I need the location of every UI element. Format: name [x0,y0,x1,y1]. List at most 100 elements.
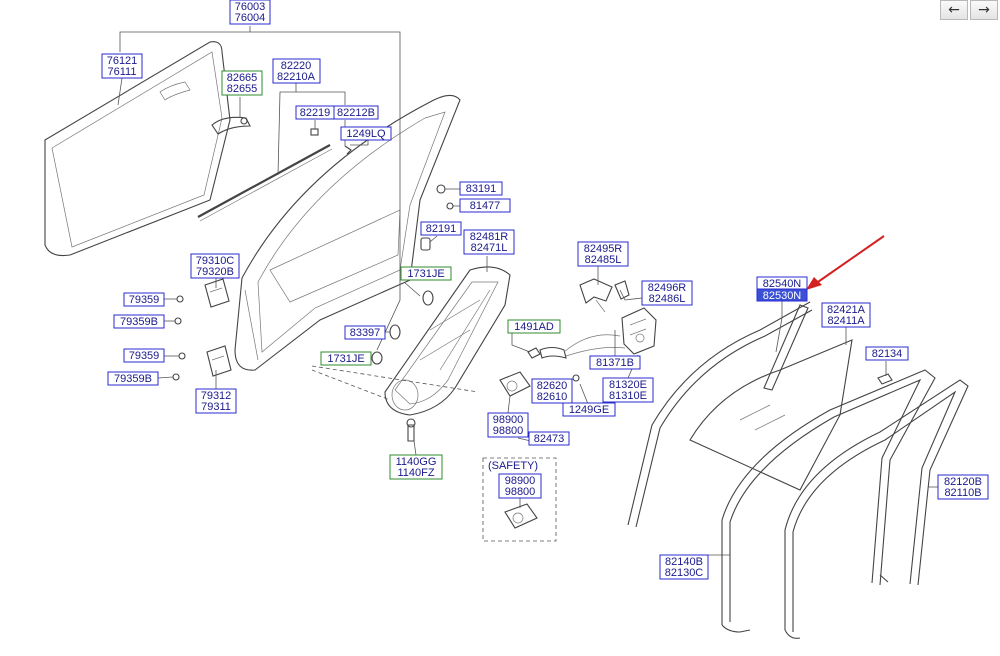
right-arrow-icon: → [978,2,990,18]
outer-door-panel [44,41,231,257]
label-82219: 82219 [295,105,335,120]
clips [172,128,580,442]
svg-text:82485L: 82485L [585,254,622,266]
assembly-guide [311,365,479,401]
svg-text:82486L: 82486L [649,293,686,305]
label-79359B-upper: 79359B [113,314,165,329]
forward-button[interactable]: → [970,0,998,20]
svg-text:1731JE: 1731JE [407,268,444,280]
label-79359-lower: 79359 [123,348,165,363]
label-82212B: 82212B [333,105,379,120]
svg-text:76003: 76003 [235,1,266,13]
svg-text:82411A: 82411A [827,315,865,327]
svg-text:82481R: 82481R [470,231,509,243]
label-79359-upper: 79359 [123,292,165,307]
svg-text:82421A: 82421A [827,304,866,316]
svg-text:83397: 83397 [350,327,381,339]
svg-text:98800: 98800 [505,486,536,498]
label-1140GG-1140FZ: 1140GG 1140FZ [389,454,443,480]
svg-text:79359: 79359 [129,294,160,306]
svg-text:79312: 79312 [201,390,232,402]
latch-brackets [579,278,630,313]
inside-handle [539,334,626,359]
label-81371B: 81371B [589,355,641,370]
svg-text:82471L: 82471L [471,242,508,254]
label-76003-76004: 76003 76004 [229,0,271,25]
svg-text:82210A: 82210A [277,71,316,83]
svg-text:82665: 82665 [227,72,258,84]
svg-text:82620: 82620 [537,380,568,392]
label-81320E-81310E: 81320E 81310E [602,377,654,403]
svg-text:79359B: 79359B [120,316,158,328]
label-82481R-82471L: 82481R 82471L [463,229,515,255]
svg-text:76004: 76004 [235,12,266,24]
svg-text:82140B: 82140B [665,556,703,568]
label-82540N-82530N[interactable]: 82540N 82530N [756,276,808,302]
label-82620-82610: 82620 82610 [531,378,573,404]
lower-hinge [206,345,232,377]
svg-text:1140FZ: 1140FZ [397,467,434,479]
regulator-module [384,266,511,416]
svg-text:98900: 98900 [493,414,524,426]
label-82140B-82130C: 82140B 82130C [659,554,709,580]
label-82134: 82134 [865,346,909,361]
svg-text:1491AD: 1491AD [514,321,554,333]
label-82220-82210A: 82220 82210A [272,58,321,84]
belt-moulding [197,144,333,222]
safety-caption: (SAFETY) [488,460,538,472]
trim-clip [877,373,893,385]
door-latch [621,307,657,355]
svg-text:82655: 82655 [227,83,258,95]
body-weatherstrip [721,369,936,633]
svg-text:79359B: 79359B [114,373,152,385]
label-1249LQ: 1249LQ [340,126,392,141]
safety-box [482,457,557,542]
regulator-motor [499,371,531,397]
door-frame [234,94,461,371]
svg-text:82473: 82473 [534,433,565,445]
svg-text:81371B: 81371B [596,357,634,369]
svg-text:81477: 81477 [470,200,501,212]
label-81477: 81477 [459,198,511,213]
svg-text:79310C: 79310C [196,255,235,267]
label-82191: 82191 [420,221,462,236]
label-82495R-82485L: 82495R 82485L [577,241,629,267]
red-pointer-arrow [806,235,885,290]
svg-text:98900: 98900 [505,475,536,487]
outside-handle [211,116,251,135]
svg-text:82530N: 82530N [763,290,802,302]
svg-text:79311: 79311 [201,401,231,413]
svg-text:81310E: 81310E [609,390,647,402]
label-83397: 83397 [344,325,386,340]
label-79359B-lower: 79359B [107,371,159,386]
upper-hinge [204,278,230,308]
svg-text:82120B: 82120B [944,476,982,488]
svg-text:82540N: 82540N [763,278,802,290]
door-glass [689,339,853,491]
label-82120B-82110B: 82120B 82110B [937,474,989,500]
svg-text:82191: 82191 [426,223,457,235]
svg-text:79320B: 79320B [196,266,234,278]
label-83191: 83191 [459,181,503,196]
label-1731JE-lower: 1731JE [320,351,372,366]
svg-text:82212B: 82212B [337,107,375,119]
label-79310C-79320B: 79310C 79320B [190,253,240,279]
label-82421A-82411A: 82421A 82411A [821,302,871,328]
svg-text:82110B: 82110B [944,487,981,499]
safety-motor [504,503,538,529]
label-76121-76111: 76121 76111 [101,53,143,79]
svg-text:76111: 76111 [108,66,137,78]
label-1491AD: 1491AD [507,319,561,334]
svg-text:79359: 79359 [129,350,160,362]
left-arrow-icon: ← [948,2,960,18]
svg-text:82219: 82219 [300,107,331,119]
svg-text:82130C: 82130C [665,567,704,579]
svg-text:1140GG: 1140GG [396,456,437,468]
svg-text:1731JE: 1731JE [327,353,364,365]
label-82665-82655: 82665 82655 [221,70,263,96]
svg-text:82220: 82220 [281,60,312,72]
svg-text:83191: 83191 [466,183,497,195]
svg-text:81320E: 81320E [609,379,647,391]
back-button[interactable]: ← [940,0,968,20]
